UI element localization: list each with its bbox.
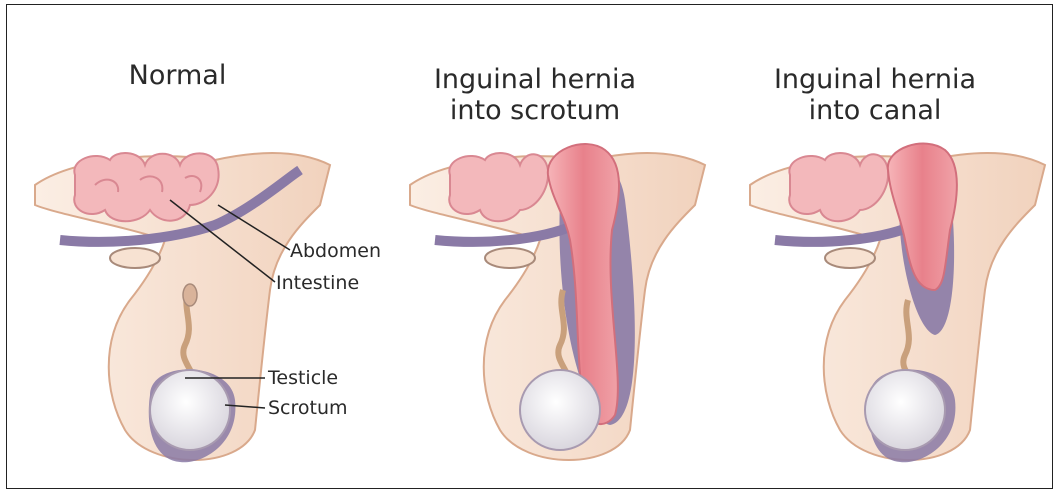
pubic-bone [485,248,535,268]
testicle [865,370,945,450]
pubic-bone [110,248,160,268]
label-intestine: Intestine [276,272,359,294]
panel-title-line: into canal [755,95,995,126]
panel-hernia-scrotum [410,144,705,460]
label-abdomen: Abdomen [290,240,381,262]
panel-title-line: Normal [90,60,265,91]
pubic-bone [825,248,875,268]
panel-title-hernia-canal: Inguinal hernia into canal [755,64,995,126]
label-testicle: Testicle [268,367,338,389]
panel-hernia-canal [750,144,1045,463]
panel-title-normal: Normal [90,60,265,91]
testicle [150,370,230,450]
panel-title-line: Inguinal hernia [755,64,995,95]
panel-title-line: into scrotum [405,95,665,126]
panel-title-line: Inguinal hernia [405,64,665,95]
label-scrotum: Scrotum [268,397,348,419]
panel-title-hernia-scrotum: Inguinal hernia into scrotum [405,64,665,126]
inguinal-ring [183,284,197,306]
testicle [520,370,600,450]
